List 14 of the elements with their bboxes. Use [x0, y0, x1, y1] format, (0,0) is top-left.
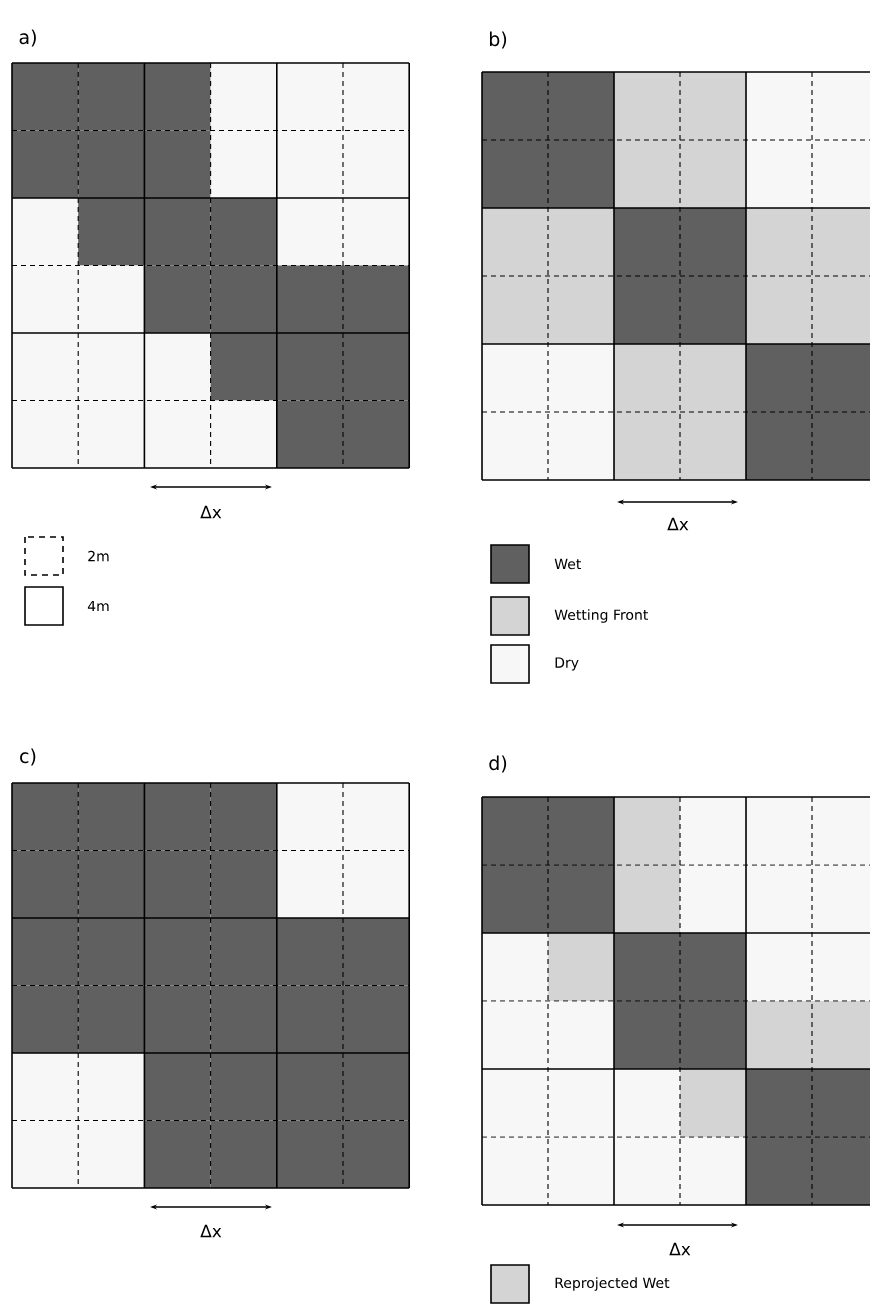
dimension-label: Δx — [669, 1242, 691, 1256]
dimension-label: Δx — [667, 517, 689, 531]
legend-label: Dry — [555, 657, 579, 671]
legend-label: Wetting Front — [554, 609, 648, 623]
panel-label: b) — [490, 31, 507, 49]
panel-label: a) — [19, 29, 36, 47]
panel-label: d) — [489, 755, 507, 773]
legend-label: Wet — [554, 558, 581, 570]
legend-label: 2m — [88, 550, 109, 562]
dimension-label: Δx — [200, 505, 222, 519]
panel-label: c) — [20, 748, 36, 766]
dimension-label: Δx — [200, 1224, 222, 1238]
legend-label: Reprojected Wet — [555, 1277, 670, 1291]
legend-label: 4m — [87, 600, 109, 612]
